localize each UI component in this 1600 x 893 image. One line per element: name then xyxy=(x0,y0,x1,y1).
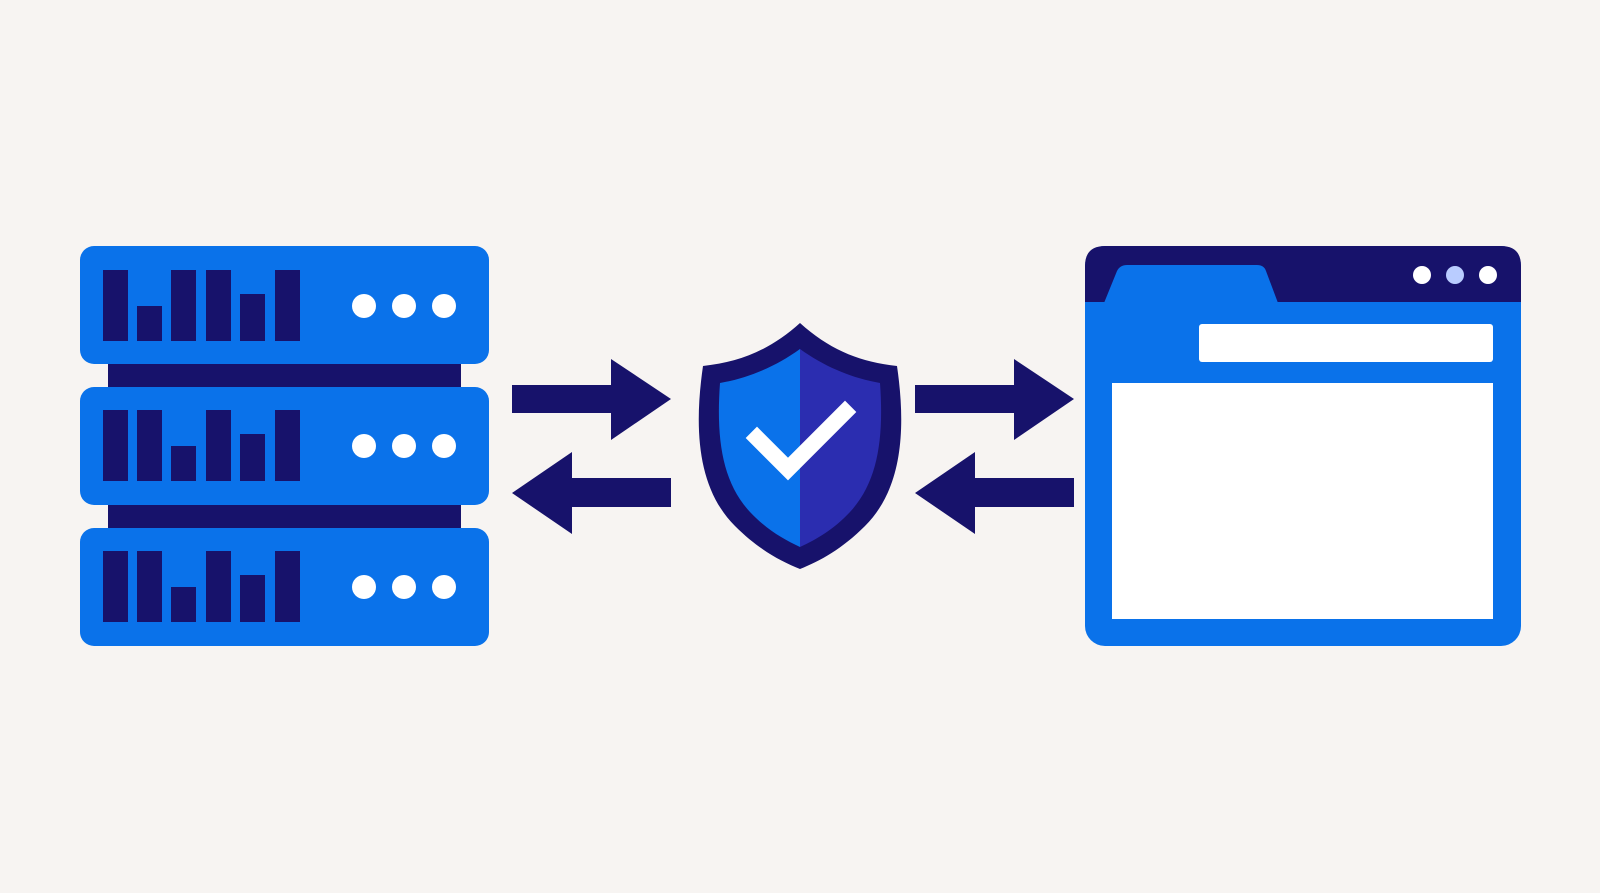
shield-to-browser-arrow xyxy=(915,359,1074,440)
browser-content-area xyxy=(1112,383,1493,619)
server-unit-1-bar-1 xyxy=(103,270,128,341)
server-unit-2-bar-3 xyxy=(171,446,196,481)
server-unit-3-light-1 xyxy=(352,575,376,599)
server-unit-3-light-3 xyxy=(432,575,456,599)
server-unit-1-light-3 xyxy=(432,294,456,318)
server-unit-3-bar-6 xyxy=(275,551,300,622)
window-control-dot-2 xyxy=(1446,266,1464,284)
server-unit-3-bar-3 xyxy=(171,587,196,622)
server-to-shield-arrow xyxy=(512,359,671,440)
browser-tab xyxy=(1104,265,1278,303)
server-unit-3 xyxy=(80,528,489,646)
server-unit-2-light-2 xyxy=(392,434,416,458)
server-connector-top xyxy=(108,360,461,388)
shield-right-half xyxy=(800,349,882,547)
checkmark-icon xyxy=(745,400,857,481)
server-unit-3-bar-5 xyxy=(240,575,265,622)
server-unit-3-light-2 xyxy=(392,575,416,599)
server-rack-icon xyxy=(80,246,489,646)
security-shield-check-icon xyxy=(698,323,902,569)
server-unit-1-bar-5 xyxy=(240,294,265,341)
server-unit-3-bar-2 xyxy=(137,551,162,622)
server-unit-2-light-3 xyxy=(432,434,456,458)
browser-to-shield-arrow xyxy=(915,452,1074,534)
server-unit-2-bar-2 xyxy=(137,410,162,481)
server-unit-1-light-1 xyxy=(352,294,376,318)
server-unit-1-bar-4 xyxy=(206,270,231,341)
server-unit-3-bar-4 xyxy=(206,551,231,622)
server-unit-1-bar-6 xyxy=(275,270,300,341)
address-bar xyxy=(1199,324,1493,362)
server-unit-2-light-1 xyxy=(352,434,376,458)
server-unit-2-bar-1 xyxy=(103,410,128,481)
server-unit-2-bar-6 xyxy=(275,410,300,481)
server-unit-1 xyxy=(80,246,489,364)
server-unit-1-light-2 xyxy=(392,294,416,318)
window-control-dot-3 xyxy=(1479,266,1497,284)
server-unit-3-bar-1 xyxy=(103,551,128,622)
browser-window-icon xyxy=(1085,246,1521,646)
server-unit-2 xyxy=(80,387,489,505)
server-unit-2-bar-5 xyxy=(240,434,265,481)
shield-to-server-arrow xyxy=(512,452,671,534)
server-unit-1-bar-2 xyxy=(137,306,162,341)
server-unit-1-bar-3 xyxy=(171,270,196,341)
window-control-dot-1 xyxy=(1413,266,1431,284)
server-unit-2-bar-4 xyxy=(206,410,231,481)
